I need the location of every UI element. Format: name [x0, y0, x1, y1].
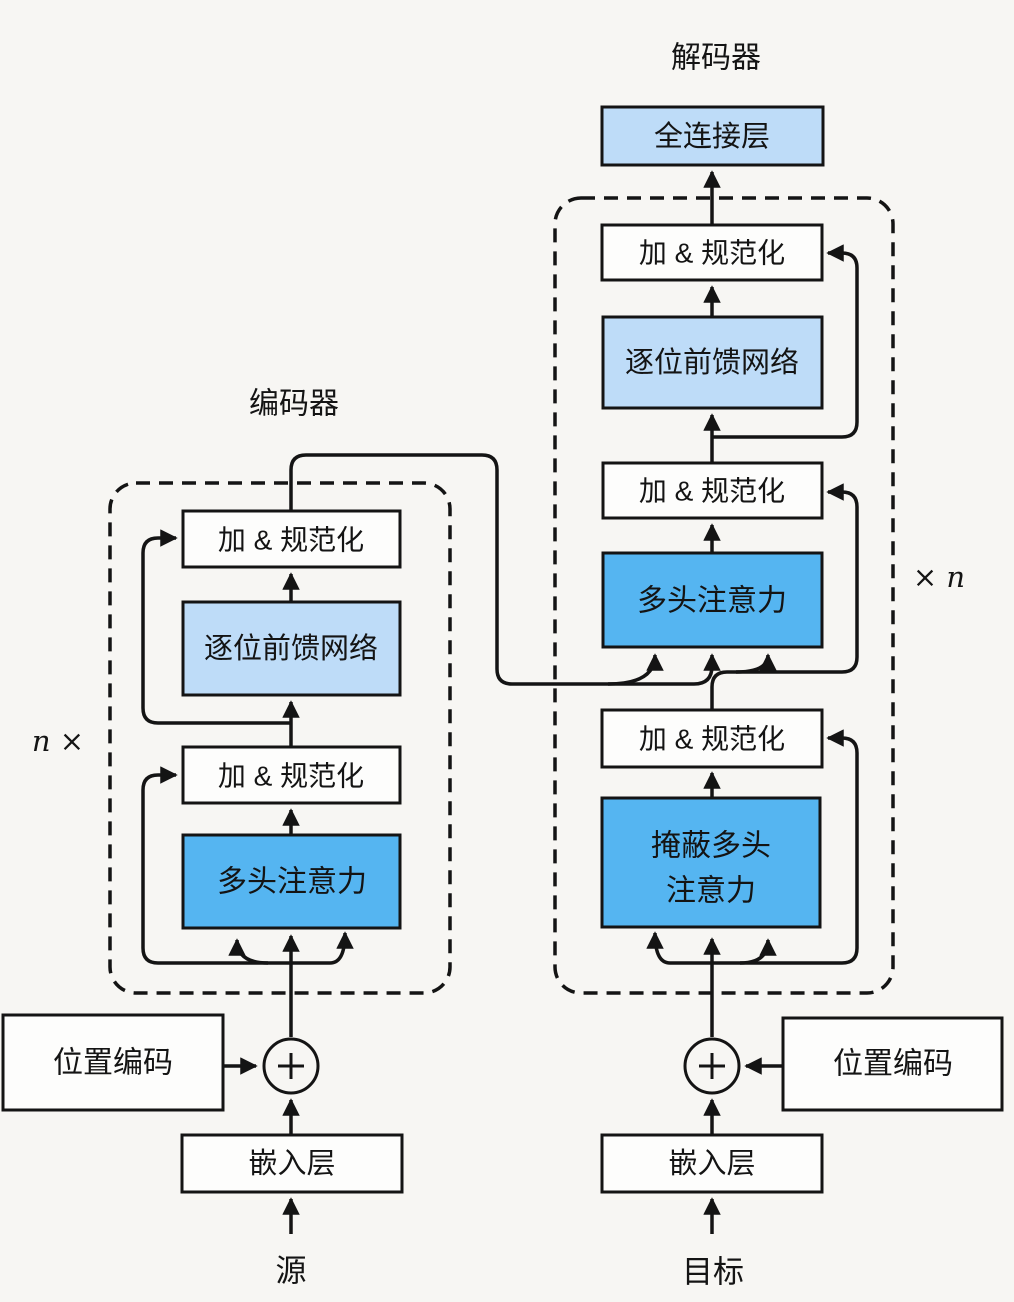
- positional-encoding-right-label: 位置编码: [833, 1048, 953, 1081]
- decoder-dense-label: 全连接层: [654, 120, 770, 153]
- decoder-add-norm-bottom-box: [600, 708, 824, 769]
- positional-encoding-left-box: [1, 1013, 225, 1112]
- encoder-ffn-label: 逐位前馈网络: [204, 632, 378, 665]
- decoder-query-input-arrow: [735, 653, 777, 674]
- decoder-dashed-border: [553, 196, 895, 995]
- encoder-attention-label: 多头注意力: [217, 866, 367, 899]
- embedding-right-box: [600, 1133, 824, 1194]
- decoder-ffn-label: 逐位前馈网络: [625, 346, 799, 379]
- encoder-add-norm-top-box: [181, 509, 402, 569]
- decoder-cross-attention-residual-path: [710, 483, 859, 710]
- encoder-ffn-residual-path: [141, 529, 291, 725]
- plus-icon: [278, 1053, 304, 1079]
- encoder-add-norm-top-label: 加 & 规范化: [218, 525, 364, 556]
- decoder-masked-attention-label-line2: 注意力: [666, 875, 756, 908]
- encoder-attention-left-input-arrow: [228, 938, 269, 965]
- decoder-masked-attention-box: [600, 796, 822, 929]
- decoder-cross-attention-box: [601, 551, 824, 649]
- decoder-add-norm-top-label: 加 & 规范化: [639, 238, 785, 269]
- decoder-ffn-residual-path: [712, 244, 859, 439]
- decoder-ffn-box: [601, 315, 824, 410]
- encoder-add-norm-bottom-box: [181, 745, 402, 805]
- decoder-cross-attention-label: 多头注意力: [637, 585, 787, 618]
- encoder-add-norm-bottom-label: 加 & 规范化: [218, 761, 364, 792]
- embedding-right-label: 嵌入层: [668, 1147, 755, 1180]
- decoder-dense-box: [600, 105, 825, 167]
- decoder-add-norm-mid-box: [601, 461, 824, 520]
- masked-attention-right-input-arrow: [739, 938, 777, 965]
- positional-encoding-right-box: [781, 1016, 1004, 1112]
- encoder-title: 编码器: [249, 388, 339, 421]
- decoder-add-norm-bottom-label: 加 & 规范化: [639, 724, 785, 755]
- encoder-output-branch-key-arrow: [607, 653, 664, 686]
- encoder-attention-residual-path: [141, 766, 354, 965]
- positional-encoding-left-label: 位置编码: [53, 1047, 173, 1080]
- plus-icon: [699, 1053, 725, 1079]
- decoder-add-norm-top-box: [600, 223, 824, 282]
- decoder-add-norm-mid-label: 加 & 规范化: [639, 476, 785, 507]
- encoder-repeat-label: n ×: [32, 724, 84, 758]
- decoder-repeat-label: × n: [913, 560, 965, 594]
- decoder-title: 解码器: [671, 42, 761, 75]
- encoder-output-to-decoder-path: [289, 453, 721, 686]
- embedding-left-box: [180, 1133, 404, 1194]
- masked-attention-residual-path: [646, 729, 859, 965]
- encoder-dashed-border: [108, 481, 452, 995]
- target-label: 目标: [682, 1255, 744, 1290]
- decoder-masked-attention-label-line1: 掩蔽多头: [651, 830, 771, 863]
- embedding-left-label: 嵌入层: [248, 1147, 335, 1180]
- source-label: 源: [276, 1254, 307, 1289]
- encoder-ffn-box: [181, 600, 402, 697]
- encoder-attention-box: [181, 833, 402, 930]
